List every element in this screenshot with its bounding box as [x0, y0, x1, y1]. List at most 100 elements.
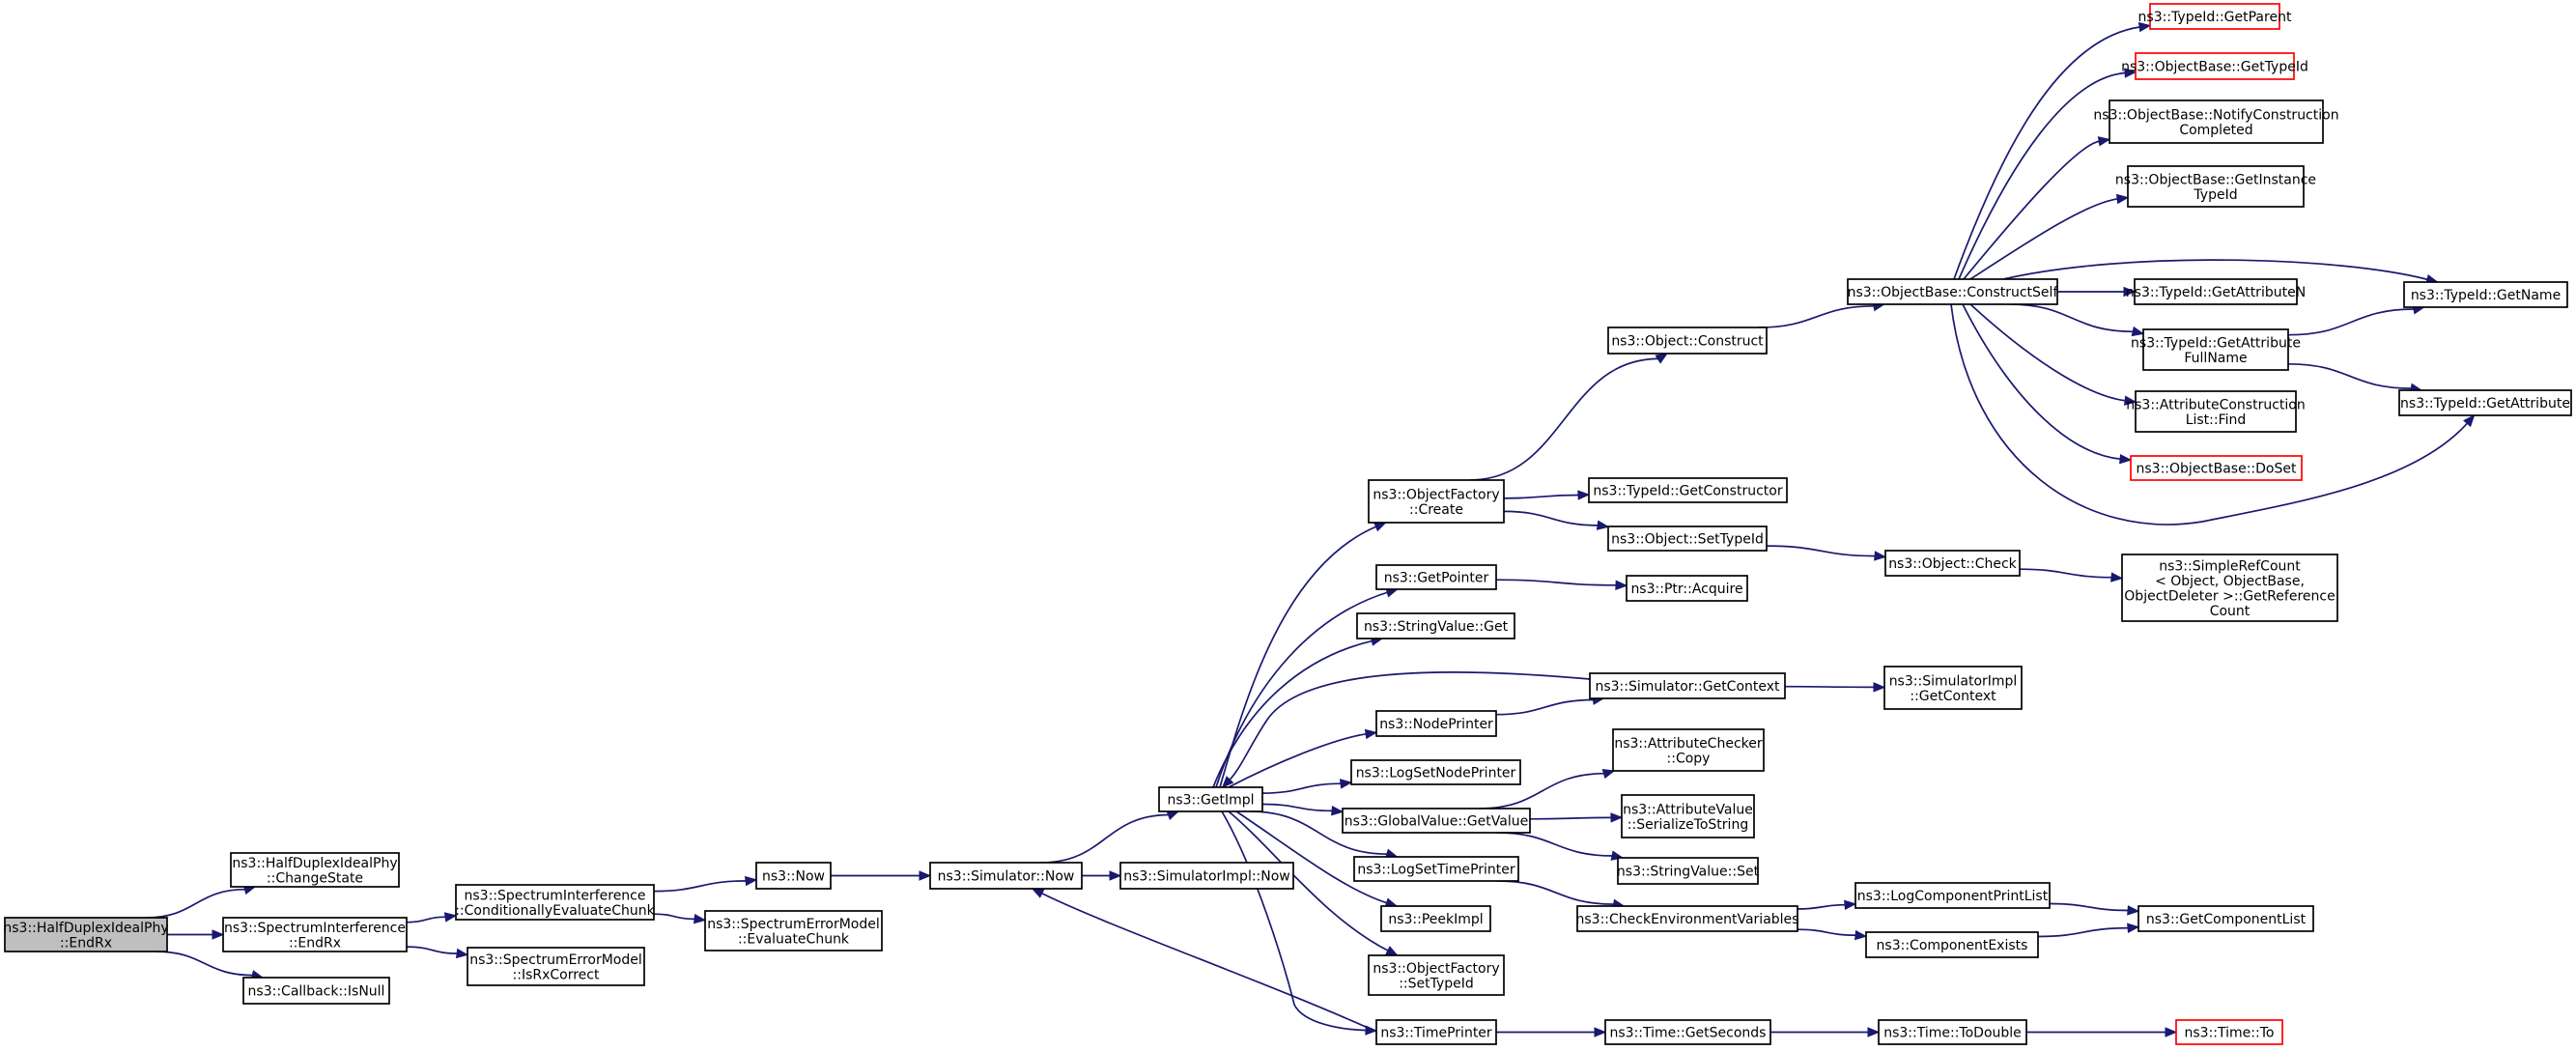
node-box: [1375, 564, 1497, 590]
node-box: [1576, 905, 1798, 932]
call-edge-ob_constructself-to-typeid_getattrfullname: [2009, 303, 2145, 337]
node-label-line: ns3::SpectrumErrorModel: [469, 952, 642, 968]
call-edge-line: [1497, 880, 1615, 905]
function-node-componentexists[interactable]: ns3::ComponentExists: [1865, 931, 2039, 958]
function-node-sim-now[interactable]: ns3::Simulator::Now: [929, 862, 1083, 890]
call-edge-getimpl-to-of_create: [1219, 522, 1387, 788]
node-label-line: ns3::GlobalValue::GetValue: [1345, 814, 1528, 830]
function-node-si-endrx[interactable]: ns3::SpectrumInterference::EndRx: [222, 917, 408, 952]
node-box: [2121, 554, 2338, 622]
function-node-ob-notify[interactable]: ns3::ObjectBase::NotifyConstructionCompl…: [2093, 99, 2339, 144]
function-node-gv-getvalue[interactable]: ns3::GlobalValue::GetValue: [1342, 808, 1531, 834]
node-label-line: ns3::TypeId::GetConstructor: [1593, 484, 1782, 499]
function-node-typeid-getconstructor[interactable]: ns3::TypeId::GetConstructor: [1588, 477, 1788, 503]
function-node-time-to[interactable]: ns3::Time::To: [2175, 1019, 2283, 1045]
call-edge-line: [1495, 698, 1595, 716]
call-edge-ob_constructself-to-ob_gettypeid: [1958, 68, 2137, 280]
function-node-checkenv[interactable]: ns3::CheckEnvironmentVariables: [1576, 905, 1799, 932]
function-node-peekimpl[interactable]: ns3::PeekImpl: [1380, 905, 1491, 932]
function-node-ob-doset[interactable]: ns3::ObjectBase::DoSet: [2130, 455, 2303, 481]
function-node-now[interactable]: ns3::Now: [755, 862, 832, 890]
node-label-line: ns3::Simulator::Now: [938, 869, 1075, 885]
function-node-isrxcorrect[interactable]: ns3::SpectrumErrorModel::IsRxCorrect: [467, 947, 645, 986]
arrowhead-icon: [443, 912, 458, 923]
call-edge-typeid_getattrfullname-to-typeid_getname: [2287, 304, 2426, 336]
call-edge-sim_getcontext-to-simimpl_getcontext: [1784, 682, 1886, 693]
function-node-attrchecker-copy[interactable]: ns3::AttributeChecker::Copy: [1612, 728, 1765, 772]
node-box: [2135, 390, 2297, 433]
function-node-of-create[interactable]: ns3::ObjectFactory::Create: [1368, 479, 1505, 524]
node-label-line: ns3::TypeId::GetAttribute: [2131, 335, 2301, 351]
function-node-time-getseconds[interactable]: ns3::Time::GetSeconds: [1604, 1019, 1771, 1045]
function-node-getimpl[interactable]: ns3::GetImpl: [1158, 786, 1263, 812]
node-label-line: ns3::NodePrinter: [1379, 717, 1493, 732]
function-node-condeval[interactable]: ns3::SpectrumInterference::Conditionally…: [455, 884, 656, 921]
function-node-typeid-getattributen[interactable]: ns3::TypeId::GetAttributeN: [2126, 278, 2306, 305]
function-node-obj-check[interactable]: ns3::Object::Check: [1884, 550, 2021, 577]
function-node-time-todouble[interactable]: ns3::Time::ToDouble: [1878, 1019, 2027, 1045]
node-label-line: ns3::GetComponentList: [2146, 912, 2307, 927]
call-edge-getimpl-to-nodeprinter: [1228, 728, 1378, 788]
function-node-typeid-getparent[interactable]: ns3::TypeId::GetParent: [2138, 3, 2292, 30]
function-node-ptr-acquire[interactable]: ns3::Ptr::Acquire: [1626, 575, 1748, 602]
function-node-simimpl-now[interactable]: ns3::SimulatorImpl::Now: [1119, 862, 1294, 890]
function-node-isnull[interactable]: ns3::Callback::IsNull: [242, 977, 390, 1005]
arrowhead-icon: [2097, 136, 2111, 147]
arrowhead-icon: [744, 875, 758, 887]
node-box: [1375, 1019, 1497, 1045]
node-label-line: ns3::AttributeConstruction: [2126, 397, 2305, 412]
node-box: [1350, 759, 1521, 785]
arrowhead-icon: [693, 914, 707, 924]
function-node-evalchunk[interactable]: ns3::SpectrumErrorModel::EvaluateChunk: [704, 910, 883, 952]
node-label-line: ns3::CheckEnvironmentVariables: [1576, 912, 1799, 927]
function-node-simplerefcount[interactable]: ns3::SimpleRefCount< Object, ObjectBase,…: [2121, 554, 2338, 622]
node-label-line: ns3::TypeId::GetAttributeN: [2126, 285, 2306, 300]
arrowhead-icon: [2137, 21, 2152, 33]
arrowhead-icon: [2124, 68, 2137, 78]
node-label-line: ns3::TypeId::GetName: [2411, 288, 2561, 303]
function-node-obj-settypeid[interactable]: ns3::Object::SetTypeId: [1607, 526, 1768, 552]
node-box: [704, 910, 883, 952]
call-edge-timeprinter-to-sim_now: [1031, 888, 1377, 1033]
function-node-ob-constructself[interactable]: ns3::ObjectBase::ConstructSelf: [1847, 278, 2059, 305]
node-label-line: ns3::TypeId::GetParent: [2138, 10, 2292, 25]
node-label-line: ns3::Time::GetSeconds: [1610, 1026, 1767, 1041]
function-node-of-settypeid[interactable]: ns3::ObjectFactory::SetTypeId: [1368, 954, 1505, 996]
arrowhead-icon: [1031, 888, 1045, 898]
function-node-attrvalue-serialize[interactable]: ns3::AttributeValue::SerializeToString: [1621, 794, 1755, 838]
function-node-nodeprinter[interactable]: ns3::NodePrinter: [1375, 710, 1497, 737]
function-node-root[interactable]: ns3::HalfDuplexIdealPhy::EndRx: [3, 917, 169, 952]
node-label-line: ns3::GetImpl: [1167, 793, 1254, 809]
function-node-stringvalue-get[interactable]: ns3::StringValue::Get: [1356, 612, 1515, 639]
function-node-obj-construct[interactable]: ns3::Object::Construct: [1607, 327, 1768, 355]
function-node-logcomponentprintlist[interactable]: ns3::LogComponentPrintList: [1854, 882, 2051, 909]
function-node-ob-gettypeid[interactable]: ns3::ObjectBase::GetTypeId: [2121, 52, 2308, 80]
call-edge-line: [145, 888, 246, 919]
call-edge-typeid_getattrfullname-to-typeid_getattribute: [2287, 362, 2423, 393]
call-edge-line: [2049, 902, 2130, 912]
node-box: [1368, 954, 1505, 996]
function-node-getcomponentlist[interactable]: ns3::GetComponentList: [2137, 905, 2314, 932]
call-edge-obj_check-to-simplerefcount: [2019, 568, 2124, 582]
function-node-changestate[interactable]: ns3::HalfDuplexIdealPhy::ChangeState: [230, 852, 400, 888]
function-node-typeid-getattribute[interactable]: ns3::TypeId::GetAttribute: [2398, 389, 2572, 416]
node-label-line: ns3::AttributeValue: [1623, 802, 1753, 817]
function-node-timeprinter[interactable]: ns3::TimePrinter: [1375, 1019, 1497, 1045]
call-edge-getimpl-to-gv_getvalue: [1261, 803, 1345, 816]
function-node-stringvalue-set[interactable]: ns3::StringValue::Set: [1617, 857, 1760, 885]
function-node-logsettimeprinter[interactable]: ns3::LogSetTimePrinter: [1353, 856, 1519, 882]
node-box: [2403, 281, 2568, 308]
function-node-simimpl-getcontext[interactable]: ns3::SimulatorImpl::GetContext: [1883, 666, 2023, 710]
function-node-sim-getcontext[interactable]: ns3::Simulator::GetContext: [1589, 672, 1786, 699]
arrowhead-icon: [2165, 1027, 2178, 1037]
arrowhead-icon: [2115, 193, 2130, 205]
function-node-getpointer[interactable]: ns3::GetPointer: [1375, 564, 1497, 590]
function-node-typeid-getname[interactable]: ns3::TypeId::GetName: [2403, 281, 2568, 308]
node-box: [2149, 3, 2280, 30]
function-node-logsetnodeprinter[interactable]: ns3::LogSetNodePrinter: [1350, 759, 1521, 785]
call-edge-nodeprinter-to-sim_getcontext: [1495, 695, 1605, 716]
arrowhead-icon: [1873, 682, 1886, 693]
